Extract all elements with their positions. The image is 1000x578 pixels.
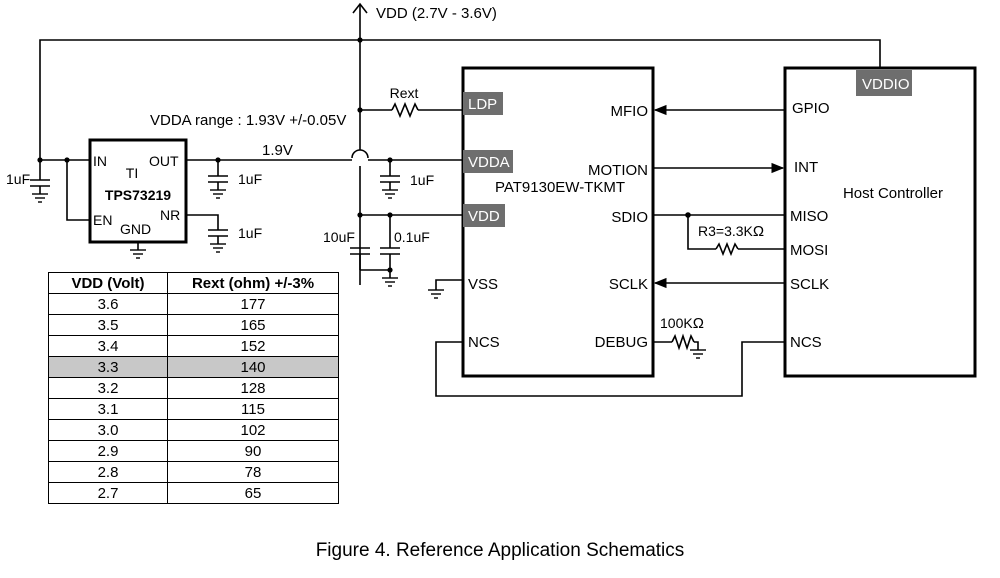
cell-vdd: 2.8 [48,461,168,483]
cell-rext: 78 [167,461,339,483]
vdd-cap-10uf-value: 10uF [323,229,355,245]
svg-text:VDDA: VDDA [468,154,510,171]
cell-rext: 90 [167,440,339,462]
cell-vdd: 2.7 [48,482,168,504]
sensor-name: PAT9130EW-TKMT [495,179,625,196]
sensor-pin-ncs: NCS [468,334,500,351]
cell-vdd: 3.4 [48,335,168,357]
cell-vdd: 3.5 [48,314,168,336]
r3-label: R3=3.3KΩ [698,223,764,240]
enable-wire [66,160,90,221]
reg-pin-nr: NR [160,207,180,223]
reg-brand: TI [126,165,138,181]
reg-pin-in: IN [93,153,107,169]
svg-text:VDDIO: VDDIO [862,76,910,93]
nr-cap-value: 1uF [238,225,262,241]
ncs-loop-wire [435,341,785,397]
host-name: Host Controller [843,185,943,202]
cell-rext: 165 [167,314,339,336]
debug-resistor-label: 100KΩ [660,315,704,332]
svg-text:LDP: LDP [468,96,497,113]
sensor-pin-mfio: MFIO [611,103,649,120]
column-header-rext: Rext (ohm) +/-3% [167,272,339,294]
input-cap-value: 1uF [6,171,30,187]
host-pin-int: INT [794,159,818,176]
host-pin-vddio: VDDIO [856,70,912,96]
cell-rext: 128 [167,377,339,399]
cell-rext: 102 [167,419,339,441]
vdda-range-label: VDDA range : 1.93V +/-0.05V [150,112,346,129]
input-capacitor: 1uF [6,157,90,203]
cell-rext: 152 [167,335,339,357]
debug-resistor: 100KΩ [653,315,706,359]
cell-vdd: 3.6 [48,293,168,315]
cell-rext: 140 [167,356,339,378]
ldo-regulator: IN OUT TI TPS73219 EN NR GND [88,138,188,244]
host-pin-gpio: GPIO [792,100,830,117]
rail-1v9-label: 1.9V [262,142,293,159]
reg-pin-en: EN [93,212,112,228]
sensor-pin-vss: VSS [468,276,498,293]
cell-vdd: 3.2 [48,377,168,399]
svg-text:VDD: VDD [468,208,500,225]
sensor-pin-debug: DEBUG [595,334,648,351]
vddio-wire [39,37,881,160]
table-header-row: VDD (Volt) Rext (ohm) +/-3% [48,272,339,294]
vdd-supply-rail: VDD (2.7V - 3.6V) [351,2,497,285]
figure-caption: Figure 4. Reference Application Schemati… [315,540,685,561]
cell-rext: 115 [167,398,339,420]
rext-label: Rext [390,85,419,101]
vdda-rail: VDDA range : 1.93V +/-0.05V 1.9V [150,112,463,163]
cell-vdd: 2.9 [48,440,168,462]
vdda-capacitor: 1uF [380,160,434,199]
sensor-pin-motion: MOTION [588,162,648,179]
sensor-chip: PAT9130EW-TKMT LDP VDDA VDD VSS NCS MFIO… [461,66,655,378]
column-header-vdd: VDD (Volt) [48,272,168,294]
sensor-pin-sclk: SCLK [609,276,648,293]
r3-resistor: R3=3.3KΩ [687,215,785,257]
vdd-supply-label: VDD (2.7V - 3.6V) [376,5,497,22]
host-pin-mosi: MOSI [790,242,828,259]
host-pin-ncs: NCS [790,334,822,351]
cell-vdd: 3.0 [48,419,168,441]
vdd-cap-01uf-value: 0.1uF [394,229,430,245]
reg-ground [130,242,146,259]
sensor-pin-ldp: LDP [463,92,503,115]
host-controller: VDDIO Host Controller GPIO INT MISO MOSI… [783,66,977,378]
cell-rext: 177 [167,293,339,315]
sensor-pin-vdd: VDD [463,204,505,227]
sensor-pin-sdio: SDIO [611,209,648,226]
reg-part: TPS73219 [105,187,171,203]
rext-resistor: Rext [357,85,463,119]
vdd-capacitors: 10uF 0.1uF [323,212,463,287]
sensor-pin-vdda: VDDA [463,150,513,173]
nr-capacitor: 1uF [186,214,262,253]
host-pin-sclk: SCLK [790,276,829,293]
cell-rext: 65 [167,482,339,504]
reg-pin-out: OUT [149,153,179,169]
cell-vdd: 3.3 [48,356,168,378]
cell-vdd: 3.1 [48,398,168,420]
output-capacitor: 1uF [208,160,262,199]
output-cap-value: 1uF [238,171,262,187]
vdda-cap-value: 1uF [410,172,434,188]
host-pin-miso: MISO [790,208,828,225]
reg-pin-gnd: GND [120,221,151,237]
vss-ground [428,279,463,299]
